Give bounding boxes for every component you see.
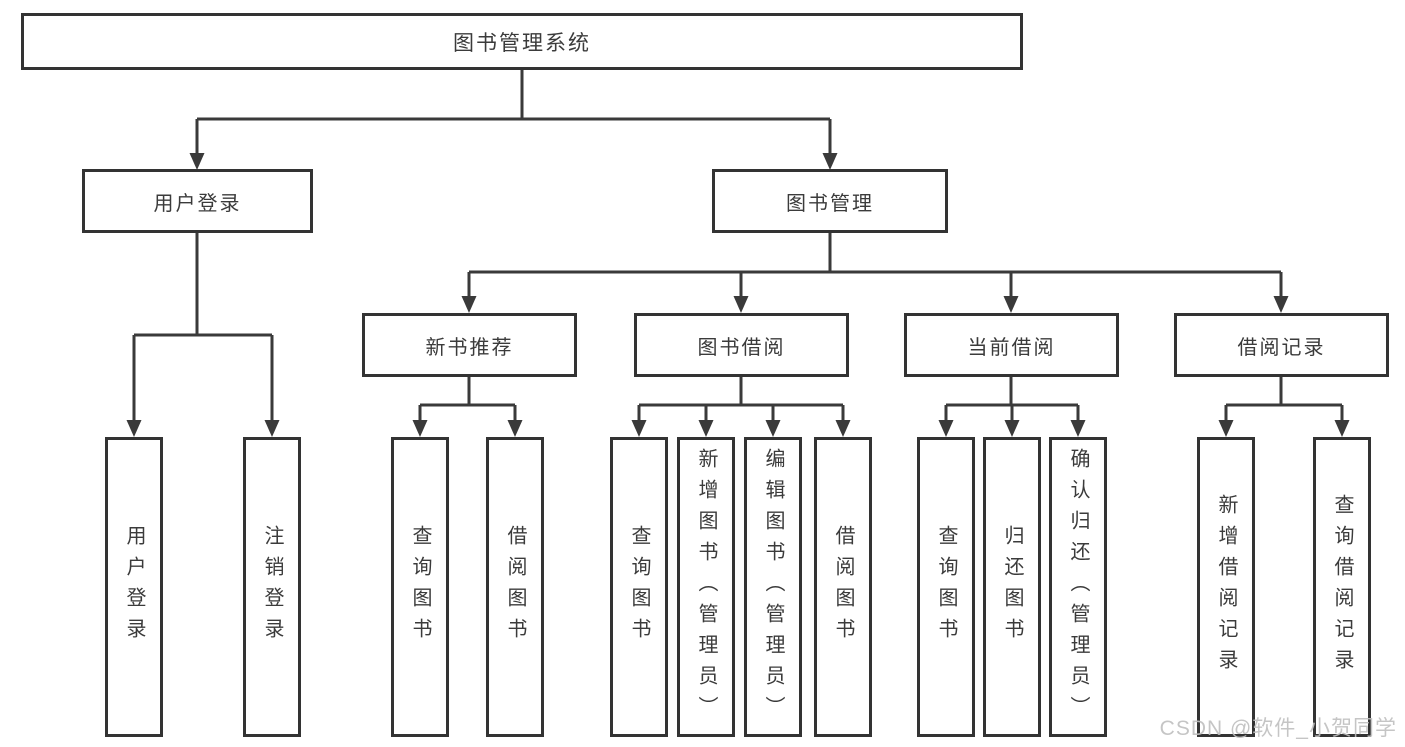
node-new-book-recommendation: 新书推荐 (362, 313, 577, 377)
leaf-borrow-books: 借阅图书 (814, 437, 872, 737)
leaf-label: 查询图书 (935, 525, 957, 649)
leaf-add-borrow-record: 新增借阅记录 (1197, 437, 1255, 737)
leaf-edit-books-admin: 编辑图书（管理员） (744, 437, 802, 737)
leaf-query-books-current: 查询图书 (917, 437, 975, 737)
leaf-logout: 注销登录 (243, 437, 301, 737)
leaf-label: 查询借阅记录 (1331, 494, 1353, 680)
leaf-query-books-borrow: 查询图书 (610, 437, 668, 737)
leaf-label: 用户登录 (123, 525, 145, 649)
leaf-query-books-recommend: 查询图书 (391, 437, 449, 737)
leaf-return-books: 归还图书 (983, 437, 1041, 737)
node-user-login: 用户登录 (82, 169, 313, 233)
leaf-label: 新增图书（管理员） (695, 447, 717, 727)
leaf-query-borrow-record: 查询借阅记录 (1313, 437, 1371, 737)
leaf-label: 借阅图书 (832, 525, 854, 649)
csdn-watermark: CSDN @软件_小贺同学 (1159, 717, 1397, 740)
leaf-add-books-admin: 新增图书（管理员） (677, 437, 735, 737)
node-current-borrowing: 当前借阅 (904, 313, 1119, 377)
leaf-borrow-books-recommend: 借阅图书 (486, 437, 544, 737)
node-library-management-system: 图书管理系统 (21, 13, 1023, 70)
node-borrowing-records: 借阅记录 (1174, 313, 1389, 377)
leaf-label: 查询图书 (409, 525, 431, 649)
leaf-label: 归还图书 (1001, 525, 1023, 649)
leaf-user-login: 用户登录 (105, 437, 163, 737)
leaf-label: 查询图书 (628, 525, 650, 649)
leaf-label: 编辑图书（管理员） (762, 447, 784, 727)
leaf-label: 注销登录 (261, 525, 283, 649)
leaf-label: 确认归还（管理员） (1067, 447, 1089, 727)
leaf-label: 借阅图书 (504, 525, 526, 649)
leaf-confirm-return-admin: 确认归还（管理员） (1049, 437, 1107, 737)
node-book-management: 图书管理 (712, 169, 948, 233)
node-book-borrowing: 图书借阅 (634, 313, 849, 377)
leaf-label: 新增借阅记录 (1215, 494, 1237, 680)
